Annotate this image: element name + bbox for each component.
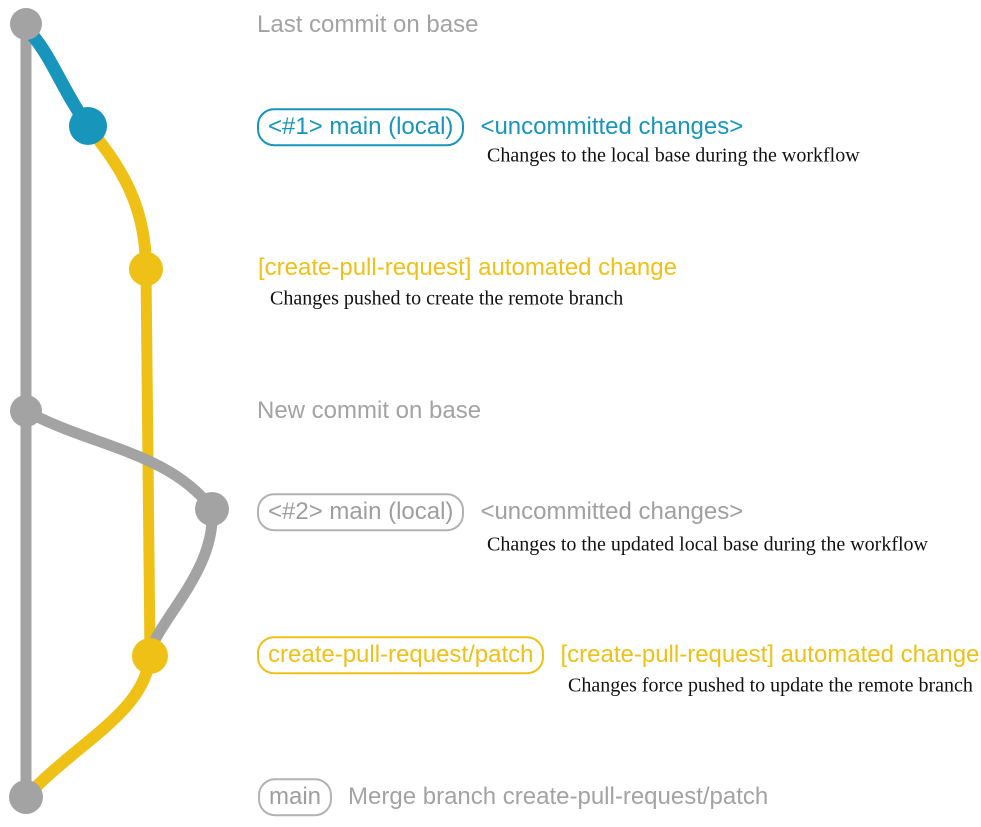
commit-dot-push-1 <box>129 252 163 286</box>
commit-dot-merge <box>9 780 43 814</box>
commit-dot-new-base <box>10 395 42 427</box>
commit-message-last-base: Last commit on base <box>257 11 479 38</box>
row-local-2: <#2> main (local) <uncommitted changes> <box>257 493 743 531</box>
force-push-line <box>145 508 218 651</box>
remote-branch-create-line <box>83 122 152 270</box>
commit-message-new-base: New commit on base <box>257 397 482 424</box>
description-local-2: Changes to the updated local base during… <box>487 533 928 556</box>
row-merge: main Merge branch create-pull-request/pa… <box>258 778 768 816</box>
description-push-2: Changes force pushed to update the remot… <box>568 674 973 697</box>
branch-badge-main: main <box>258 778 333 816</box>
row-last-commit: Last commit on base <box>257 11 478 39</box>
branch-badge-main-local-2: <#2> main (local) <box>257 493 465 531</box>
commit-message-push-2: [create-pull-request] automated change <box>560 641 980 668</box>
row-local-1: <#1> main (local) <uncommitted changes> <box>257 108 743 146</box>
row-new-commit: New commit on base <box>257 397 481 425</box>
commit-dot-force-push <box>132 638 168 674</box>
commit-dot-local-2 <box>195 492 229 526</box>
commit-message-push-1: [create-pull-request] automated change <box>258 254 677 281</box>
commit-message-local-2: <uncommitted changes> <box>480 498 744 525</box>
commit-message-merge: Merge branch create-pull-request/patch <box>348 783 769 810</box>
commit-message-local-1: <uncommitted changes> <box>480 113 744 140</box>
commit-dot-last-base <box>10 8 42 40</box>
commit-dot-local-1 <box>69 107 107 145</box>
row-push-2: create-pull-request/patch [create-pull-r… <box>257 636 979 674</box>
description-local-1: Changes to the local base during the wor… <box>487 144 860 167</box>
local-change-2-line <box>23 406 217 513</box>
branch-badge-main-local-1: <#1> main (local) <box>257 108 465 146</box>
merge-line <box>21 655 156 802</box>
branch-badge-create-pull-request-patch: create-pull-request/patch <box>257 636 545 674</box>
row-push-1: [create-pull-request] automated change <box>258 254 677 282</box>
description-push-1: Changes pushed to create the remote bran… <box>270 287 624 310</box>
